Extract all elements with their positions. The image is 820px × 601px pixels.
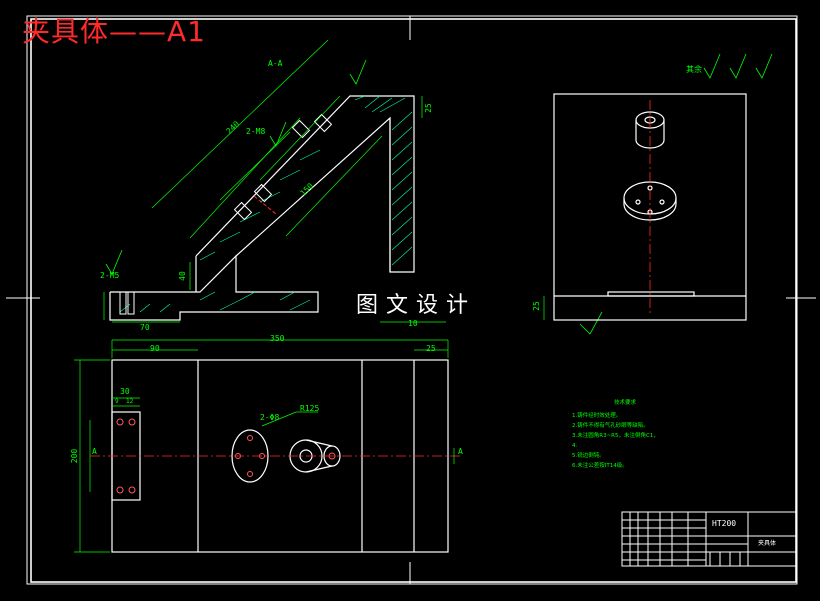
watermark-text: 图文设计	[336, 286, 496, 320]
thread-callout-a: 2-M8	[246, 127, 266, 136]
section-dimension-lines	[103, 39, 446, 323]
technical-notes: 技术要求 1.铸件经时效处理。 2.铸件不得有气孔砂眼等缺陷。 3.未注圆角R3…	[572, 398, 659, 471]
dim-bottom-gap: 10	[408, 319, 418, 328]
dim-base-height: 25	[531, 301, 541, 311]
arm-centerline	[253, 195, 277, 215]
inner-frame	[30, 18, 797, 583]
note-item: 1.铸件经时效处理。	[572, 413, 622, 419]
dim-height: 200	[70, 448, 80, 464]
dim-block-pitch-a: 9	[115, 398, 119, 405]
roughness-symbols	[105, 53, 773, 335]
hole-callout: 2-Φ8	[260, 413, 280, 422]
dim-left-offset: 90	[150, 344, 160, 353]
note-item: 4.	[572, 443, 578, 449]
outer-frame	[26, 15, 798, 585]
dim-block-width: 30	[120, 387, 130, 396]
dim-overall-width: 350	[270, 334, 285, 343]
drawing-title: 夹具体——A1	[22, 15, 206, 48]
title-block	[621, 511, 797, 567]
material-label: HT200	[712, 519, 737, 528]
top-view-holes	[116, 418, 336, 494]
note-item: 3.未注圆角R3~R5，未注倒角C1，	[572, 433, 659, 439]
dim-height-right: 25	[423, 103, 433, 113]
top-dimension-lines	[74, 339, 455, 553]
note-item: 6.未注公差按IT14级。	[572, 463, 628, 469]
arm-slots	[119, 113, 333, 315]
dim-length-small: 70	[140, 323, 150, 332]
dim-height-left: 40	[177, 271, 187, 281]
roughness-note: 其余	[686, 65, 702, 74]
part-label: 夹具体	[758, 540, 777, 547]
section-marker-left: A	[92, 447, 97, 456]
section-marker-right: A	[458, 447, 463, 456]
frame-center-marks	[6, 16, 816, 584]
pitch-circle-callout: R125	[300, 404, 320, 413]
notes-heading: 技术要求	[614, 400, 637, 406]
section-hatch	[119, 95, 413, 313]
dim-right-offset: 25	[426, 344, 436, 353]
note-item: 2.铸件不得有气孔砂眼等缺陷。	[572, 423, 649, 429]
section-label: A-A	[268, 59, 283, 68]
note-item: 5.锐边倒钝。	[572, 453, 605, 459]
dim-block-pitch-b: 12	[126, 398, 134, 405]
section-view	[109, 95, 415, 321]
thread-callout-b: 2-M5	[100, 271, 120, 280]
